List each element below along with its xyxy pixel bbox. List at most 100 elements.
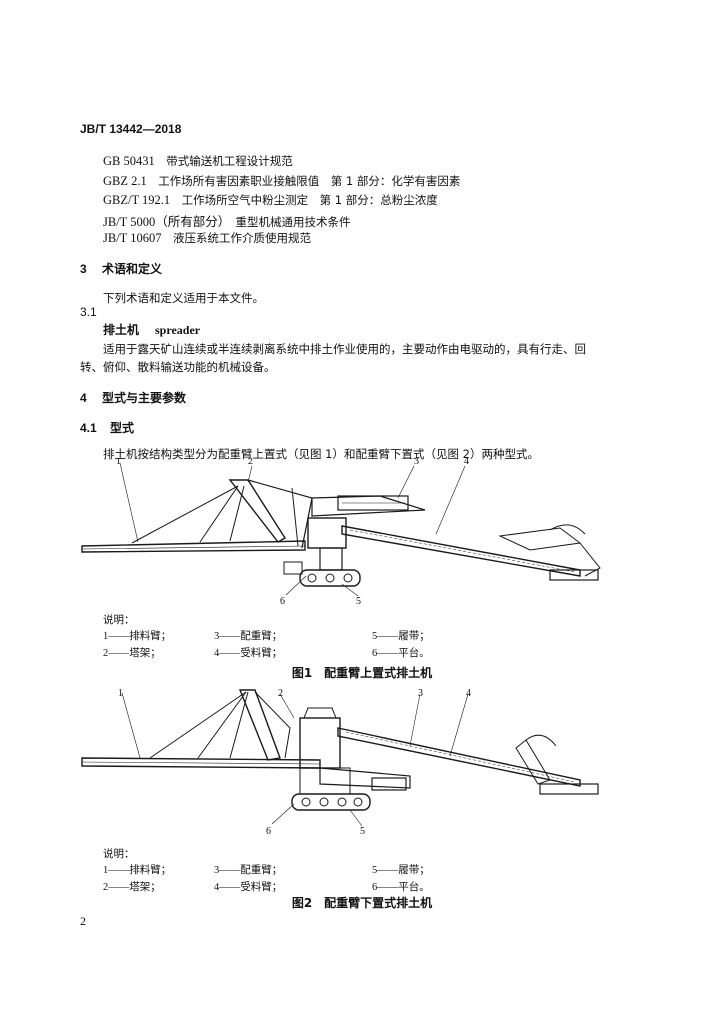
counterweight-boom: [311, 495, 426, 517]
callout-6: 6: [266, 826, 271, 836]
tie-rod: [197, 691, 247, 759]
leader-line-5: [349, 809, 363, 827]
platform: [319, 547, 343, 571]
crawler-track: [291, 793, 371, 811]
section-4-1-text: 排土机按结构类型分为配重臂上置式（见图 1）和配重臂下置式（见图 2）两种型式。: [103, 447, 539, 461]
trailer-chute: [525, 734, 557, 747]
term-english: spreader: [155, 323, 201, 337]
crawler-wheel: [307, 573, 317, 583]
figure-1-legend-item: 5——履带；: [372, 631, 430, 642]
leader-line-4: [449, 693, 469, 757]
reference-item: GB 50431 带式输送机工程设计规范: [103, 154, 293, 168]
term-definition-line2: 转、俯仰、散料输送功能的机械设备。: [80, 360, 276, 374]
trailer-crawler: [549, 569, 599, 581]
leader-line-2: [279, 693, 295, 719]
tower-mast: [247, 479, 313, 549]
receiving-boom-truss: [349, 529, 576, 573]
figure-1-legend-item: 6——平台。: [372, 648, 430, 659]
figure-2-caption: 图2 配重臂下置式排土机: [291, 896, 433, 910]
figure-1-legend-item: 3——配重臂；: [214, 631, 283, 642]
cabin: [303, 707, 337, 719]
figure-1-legend-item: 1——排料臂；: [103, 631, 172, 642]
tie-rod: [149, 691, 247, 759]
section-3-intro: 下列术语和定义适用于本文件。: [103, 291, 264, 305]
term-chinese: 排土机: [103, 323, 140, 337]
slewing-body: [307, 517, 347, 549]
crawler-wheel: [353, 797, 363, 807]
leader-line-6: [271, 803, 295, 825]
discharge-boom-truss: [81, 761, 321, 765]
figure-1-legend-item: 4——受料臂；: [214, 648, 283, 659]
leader-line-6: [285, 575, 307, 596]
leader-line-3: [397, 465, 415, 499]
figure-1-caption: 图1 配重臂上置式排土机: [291, 666, 433, 680]
reference-item: JB/T 10607 液压系统工作介质使用规范: [103, 231, 311, 245]
leader-line-2: [247, 465, 253, 483]
callout-2: 2: [248, 458, 253, 467]
callout-1: 1: [116, 458, 121, 467]
tower-frame: [238, 689, 281, 761]
reference-item: GBZ 2.1 工作场所有害因素职业接触限值 第 1 部分：化学有害因素: [103, 174, 461, 188]
callout-1: 1: [118, 688, 123, 699]
callout-3: 3: [418, 688, 423, 699]
figure-2-legend-item: 2——塔架；: [103, 882, 161, 893]
trailer-frame: [579, 542, 601, 577]
trailer-mast: [515, 739, 551, 785]
trailer-crawler: [539, 783, 599, 795]
receiving-boom: [341, 525, 581, 577]
figure-2-legend-item: 5——履带；: [372, 865, 430, 876]
term-entry: 排土机 spreader: [103, 321, 200, 338]
reference-item: JB/T 5000（所有部分） 重型机械通用技术条件: [103, 215, 351, 229]
crawler-wheel: [343, 573, 353, 583]
callout-4: 4: [464, 458, 469, 467]
figure-2-legend-title: 说明：: [103, 848, 135, 860]
crawler-wheel: [337, 797, 347, 807]
counterweight-block: [371, 777, 407, 791]
leader-line-3: [409, 693, 421, 747]
standard-number: JB/T 13442—2018: [80, 122, 182, 136]
crawler-track: [299, 569, 361, 587]
tie-rod: [199, 485, 239, 543]
term-number: 3.1: [80, 305, 97, 319]
figure-2-drawing: 1 2 3 4 5 6: [80, 688, 620, 836]
tower-frame: [228, 479, 286, 543]
reference-item: GBZ/T 192.1 工作场所空气中粉尘测定 第 1 部分：总粉尘浓度: [103, 193, 438, 207]
leader-line-1: [121, 692, 141, 759]
trailer-chute: [549, 524, 586, 535]
leader-line-5: [341, 583, 359, 597]
figure-2-legend-item: 4——受料臂；: [214, 882, 283, 893]
figure-1-drawing: 1 2 3 4 5 6: [80, 458, 620, 606]
receiving-boom-truss: [345, 731, 576, 783]
callout-2: 2: [278, 688, 283, 699]
crawler-wheel: [319, 797, 329, 807]
discharge-boom: [81, 540, 306, 553]
leader-line-4: [435, 465, 466, 535]
figure-1-legend-title: 说明：: [103, 614, 135, 626]
tower-leg: [291, 487, 299, 547]
callout-4: 4: [466, 688, 471, 699]
callout-5: 5: [356, 596, 361, 606]
receiving-boom: [337, 727, 581, 787]
discharge-boom-truss: [81, 545, 306, 550]
figure-1-legend-item: 2——塔架；: [103, 648, 161, 659]
page-number: 2: [80, 914, 86, 928]
leader-line-1: [119, 462, 139, 543]
tie-rod: [131, 485, 239, 544]
term-definition-line1: 适用于露天矿山连续或半连续剥离系统中排土作业使用的，主要动作由电驱动的，具有行走…: [103, 342, 586, 356]
figure-2-legend-item: 6——平台。: [372, 882, 430, 893]
tower-mast: [254, 691, 291, 759]
callout-6: 6: [280, 596, 285, 606]
platform-step: [283, 561, 303, 575]
platform: [299, 767, 351, 795]
counterweight-block: [337, 495, 409, 511]
callout-3: 3: [414, 458, 419, 467]
counterweight-boom: [319, 767, 411, 789]
figure-2-legend-item: 3——配重臂；: [214, 865, 283, 876]
trailer-structure: [498, 527, 582, 551]
figure-2-legend-item: 1——排料臂；: [103, 865, 172, 876]
crawler-wheel: [301, 797, 311, 807]
